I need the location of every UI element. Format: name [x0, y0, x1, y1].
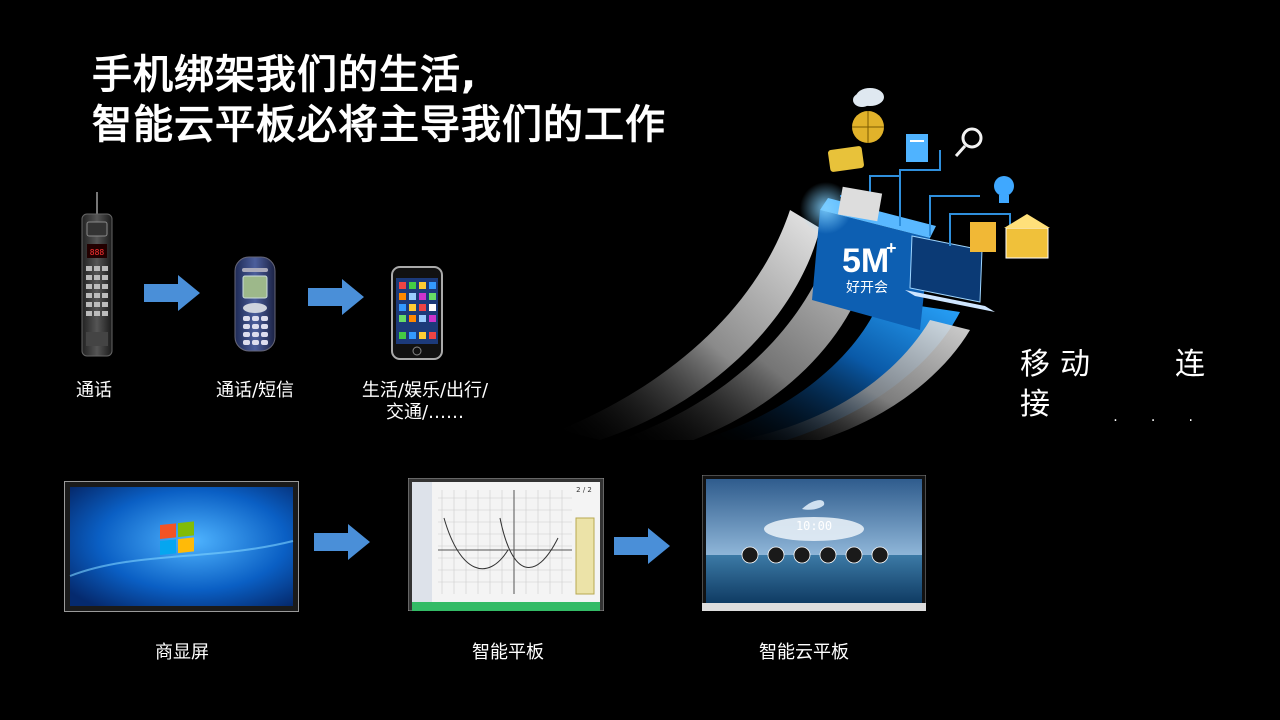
search-icon — [954, 127, 983, 158]
dot: . — [1188, 409, 1193, 425]
phone-label-1: 通话 — [76, 380, 112, 401]
brand-logo-text: 5M — [842, 242, 889, 280]
label-char: 移 — [1020, 347, 1050, 382]
arrow-right-icon — [144, 275, 200, 311]
label-char: 动 — [1060, 347, 1090, 382]
mobile-connect-label: 移 动 连 接 . . . — [1020, 345, 1205, 437]
document-icon — [906, 134, 928, 162]
credit-card-icon — [828, 146, 864, 172]
bank-icon — [1004, 214, 1050, 259]
windows-logo-icon — [160, 521, 194, 555]
display-label-3: 智能云平板 — [759, 642, 849, 663]
clock-text: 10:00 — [796, 519, 832, 533]
svg-text:888: 888 — [90, 248, 105, 257]
label-char: 连 — [1175, 347, 1205, 382]
title-line-2: 智能云平板必将主导我们的工作 — [92, 102, 666, 148]
commercial-display-image — [64, 481, 299, 612]
smart-cloud-tablet-image: 10:00 — [702, 475, 926, 611]
label-char: 接 — [1020, 387, 1050, 422]
arrow-right-icon — [314, 524, 370, 560]
mail-icon — [837, 186, 883, 222]
cloud-icon — [853, 88, 884, 107]
laptop-icon — [905, 235, 995, 312]
arrow-right-icon — [614, 528, 670, 564]
slide-title: 手机绑架我们的生活, 智能云平板必将主导我们的工作 — [92, 50, 666, 150]
svg-text:+: + — [886, 238, 897, 258]
smart-tablet-image: 2 / 2 — [408, 478, 604, 611]
dot: . — [1150, 409, 1156, 425]
bulb-icon — [994, 176, 1014, 203]
phone-label-2: 通话/短信 — [215, 380, 295, 401]
page-indicator: 2 / 2 — [576, 486, 592, 494]
brick-phone-image: 888 — [81, 192, 113, 357]
cloud-ramp-graphic: 5M + 好开会 — [560, 88, 1050, 440]
title-line-1: 手机绑架我们的生活, — [92, 52, 478, 98]
phone-label-3: 生活/娱乐/出行/ 交通/…… — [361, 380, 489, 423]
display-label-2: 智能平板 — [472, 642, 544, 663]
brand-logo-sub: 好开会 — [846, 280, 888, 296]
arrow-right-icon — [308, 279, 364, 315]
display-label-1: 商显屏 — [155, 642, 209, 663]
globe-icon — [852, 111, 884, 143]
smartphone-image — [391, 266, 443, 360]
dot: . — [1113, 409, 1118, 425]
feature-phone-image — [234, 256, 276, 352]
